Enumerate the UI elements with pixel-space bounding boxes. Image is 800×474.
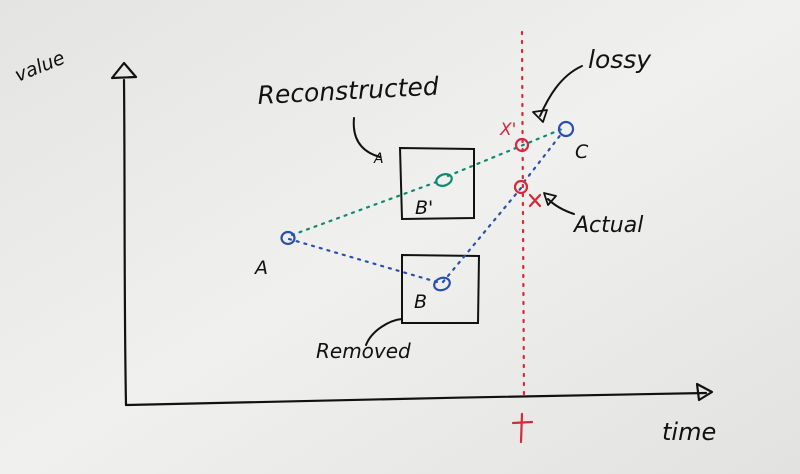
line-a-to-bprime [290, 178, 444, 237]
point-actual-cross [528, 193, 542, 208]
removed-pointer [365, 318, 403, 346]
label-actual: Actual [572, 213, 643, 238]
point-a [280, 230, 296, 246]
axes [110, 61, 714, 407]
x-axis-label: time [662, 418, 716, 446]
point-b [433, 276, 451, 292]
label-box-a: A [373, 151, 384, 167]
label-a: A [253, 257, 268, 279]
point-c [557, 120, 575, 138]
line-a-to-b [287, 237, 439, 284]
label-lossy: lossy [588, 45, 652, 74]
y-axis-arrowhead [110, 61, 138, 80]
line-actual-to-c [522, 131, 564, 184]
x-axis [124, 391, 708, 407]
reconstructed-box [398, 146, 475, 221]
removed-box [401, 253, 481, 324]
label-c: C [575, 141, 589, 163]
label-b: B [414, 291, 427, 313]
actual-pointer-arrowhead [543, 192, 557, 206]
point-actual-reconstructed [513, 179, 529, 195]
label-x-prime: X' [499, 120, 516, 140]
time-marker-cross [511, 412, 534, 444]
actual-pointer [547, 198, 575, 215]
label-b-prime: B' [415, 197, 433, 219]
lossy-pointer-arrowhead [532, 109, 548, 123]
point-b-prime [435, 173, 453, 187]
point-lossy [514, 137, 530, 153]
label-removed: Removed [316, 339, 411, 363]
x-axis-arrowhead [695, 382, 714, 402]
reconstructed-pointer [352, 117, 381, 158]
time-marker-line [520, 30, 526, 402]
y-axis [122, 78, 128, 407]
